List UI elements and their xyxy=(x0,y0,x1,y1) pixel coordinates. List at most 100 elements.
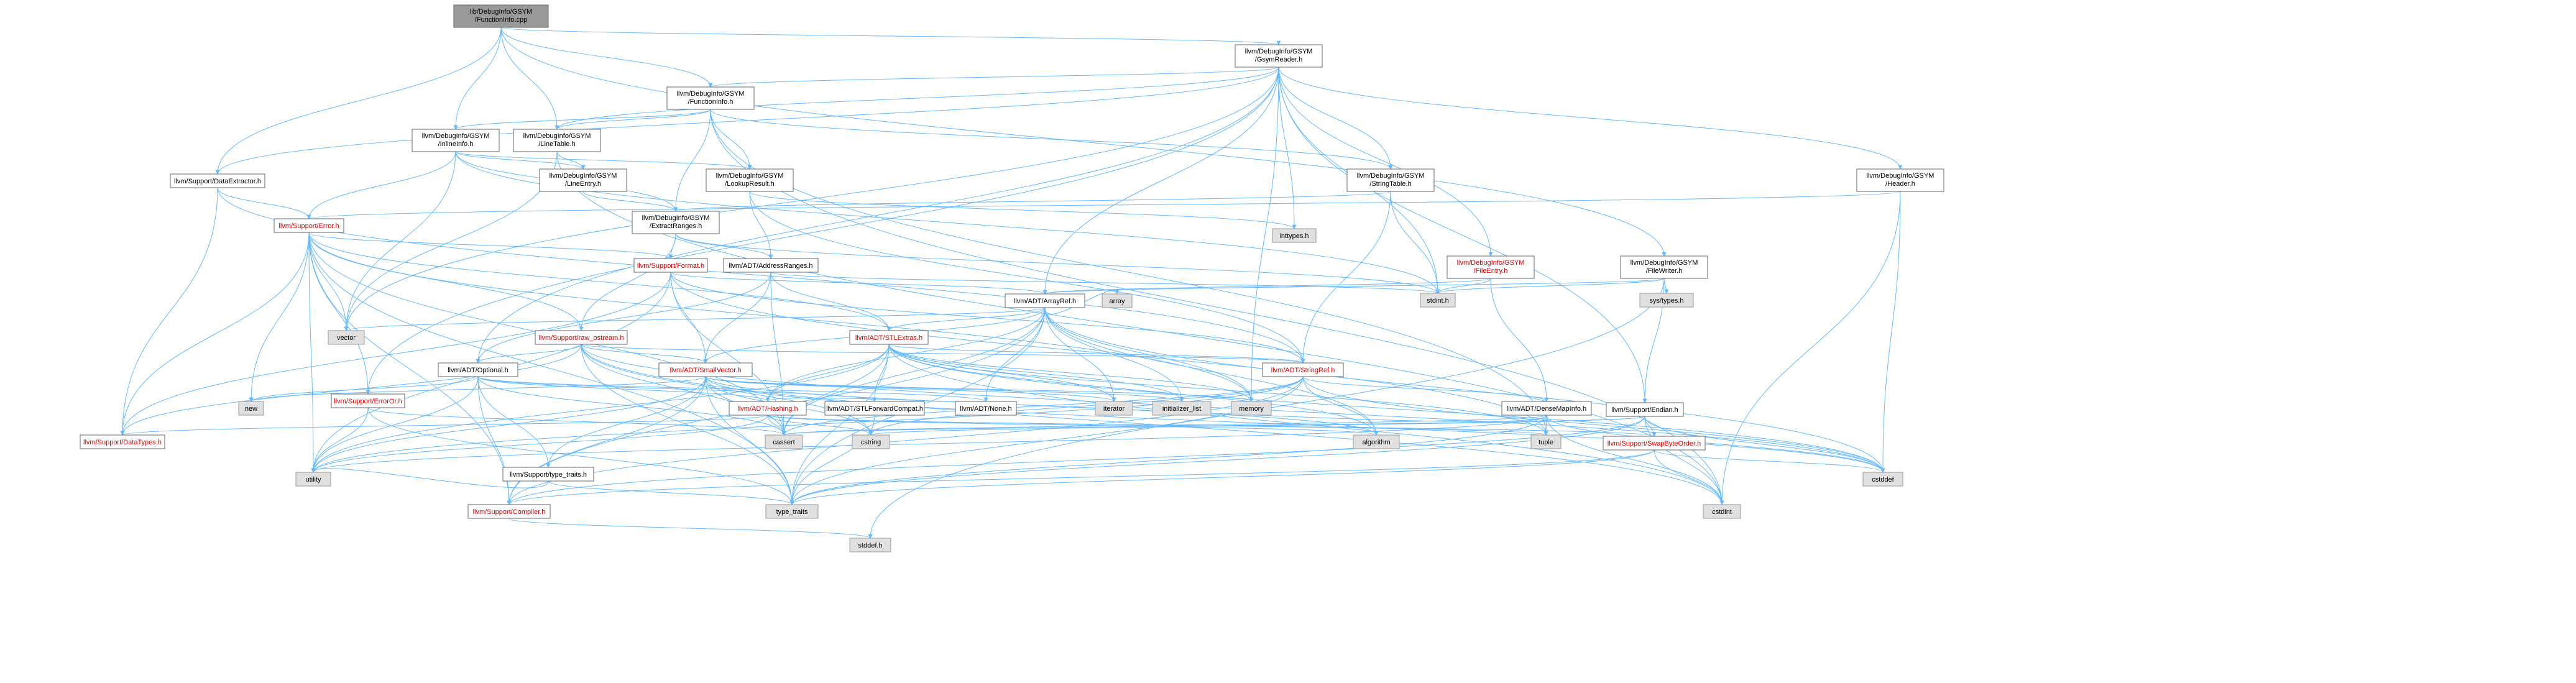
include-edge xyxy=(311,415,1547,473)
include-edge xyxy=(781,307,1046,436)
svg-text:memory: memory xyxy=(1239,405,1264,413)
node-raw-ostream-h[interactable]: llvm/Support/raw_ostream.h xyxy=(535,330,628,345)
include-edge xyxy=(556,151,586,170)
svg-text:/StringTable.h: /StringTable.h xyxy=(1369,180,1411,188)
include-edge xyxy=(217,187,311,219)
svg-text:cstddef: cstddef xyxy=(1872,476,1894,484)
include-edge xyxy=(311,468,549,488)
node-compiler-h[interactable]: llvm/Support/Compiler.h xyxy=(467,504,551,519)
svg-text:llvm/Support/DataTypes.h: llvm/Support/DataTypes.h xyxy=(83,439,162,446)
node-lineentry-h[interactable]: llvm/DebugInfo/GSYM/LineEntry.h xyxy=(539,168,627,192)
node-cstring[interactable]: cstring xyxy=(852,434,890,449)
node-iterator[interactable]: iterator xyxy=(1095,401,1133,416)
include-edge xyxy=(770,272,891,331)
svg-text:/FunctionInfo.cpp: /FunctionInfo.cpp xyxy=(475,16,527,24)
node-sys-types-h[interactable]: sys/types.h xyxy=(1639,293,1694,308)
include-edge xyxy=(500,27,559,130)
include-edge xyxy=(311,415,768,473)
node-none-h[interactable]: llvm/ADT/None.h xyxy=(955,401,1017,416)
include-edge xyxy=(673,191,1391,212)
node-addressranges-h[interactable]: llvm/ADT/AddressRanges.h xyxy=(723,258,819,273)
svg-text:inttypes.h: inttypes.h xyxy=(1279,232,1309,240)
node-extractranges-h[interactable]: llvm/DebugInfo/GSYM/ExtractRanges.h xyxy=(632,211,720,234)
node-datatypes-h[interactable]: llvm/Support/DataTypes.h xyxy=(80,434,165,449)
node-arrayref-h[interactable]: llvm/ADT/ArrayRef.h xyxy=(1005,293,1085,308)
include-edge xyxy=(581,344,794,505)
include-edge xyxy=(500,27,1281,45)
node-stddef-h[interactable]: stddef.h xyxy=(849,538,891,552)
node-algorithm[interactable]: algorithm xyxy=(1353,434,1400,449)
svg-text:llvm/DebugInfo/GSYM: llvm/DebugInfo/GSYM xyxy=(677,90,745,98)
node-smallvector-h[interactable]: llvm/ADT/SmallVector.h xyxy=(658,362,753,377)
include-edge xyxy=(476,272,771,364)
svg-text:llvm/ADT/DenseMapInfo.h: llvm/ADT/DenseMapInfo.h xyxy=(1507,405,1586,413)
node-array[interactable]: array xyxy=(1102,293,1133,308)
node-erroror-h[interactable]: llvm/Support/ErrorOr.h xyxy=(331,393,405,408)
svg-text:llvm/DebugInfo/GSYM: llvm/DebugInfo/GSYM xyxy=(642,214,710,222)
svg-text:llvm/Support/DataExtractor.h: llvm/Support/DataExtractor.h xyxy=(174,178,261,185)
svg-text:vector: vector xyxy=(337,334,356,342)
node-tuple[interactable]: tuple xyxy=(1530,434,1562,449)
node-stlextras-h[interactable]: llvm/ADT/STLExtras.h xyxy=(849,330,929,345)
node-linetable-h[interactable]: llvm/DebugInfo/GSYM/LineTable.h xyxy=(513,129,601,152)
node-error-h[interactable]: llvm/Support/Error.h xyxy=(274,218,344,233)
include-edge xyxy=(888,344,1548,436)
node-gsymreader-h[interactable]: llvm/DebugInfo/GSYM/GsymReader.h xyxy=(1235,44,1323,68)
node-filewriter-h[interactable]: llvm/DebugInfo/GSYM/FileWriter.h xyxy=(1620,255,1708,279)
node-lookupresult-h[interactable]: llvm/DebugInfo/GSYM/LookupResult.h xyxy=(706,168,794,192)
node-stdint-h[interactable]: stdint.h xyxy=(1420,293,1456,308)
node-functioninfo-h[interactable]: llvm/DebugInfo/GSYM/FunctionInfo.h xyxy=(666,86,755,110)
node-support-type-traits-h[interactable]: llvm/Support/type_traits.h xyxy=(502,467,594,482)
include-edge xyxy=(455,151,586,170)
node-swapbyteorder-h[interactable]: llvm/Support/SwapByteOrder.h xyxy=(1603,436,1706,451)
node-cassert[interactable]: cassert xyxy=(765,434,803,449)
node-format-h[interactable]: llvm/Support/Format.h xyxy=(633,258,708,273)
node-inlineinfo-h[interactable]: llvm/DebugInfo/GSYM/InlineInfo.h xyxy=(412,129,500,152)
node-initializer-list[interactable]: initializer_list xyxy=(1152,401,1212,416)
svg-text:initializer_list: initializer_list xyxy=(1162,405,1201,413)
include-edge xyxy=(1546,415,1885,473)
include-edge xyxy=(705,376,794,505)
node-dataextractor-h[interactable]: llvm/Support/DataExtractor.h xyxy=(170,173,265,188)
node-type-traits[interactable]: type_traits xyxy=(765,504,819,519)
node-hashing-h[interactable]: llvm/ADT/Hashing.h xyxy=(729,401,807,416)
svg-text:llvm/ADT/Optional.h: llvm/ADT/Optional.h xyxy=(448,367,508,374)
svg-text:cassert: cassert xyxy=(773,439,794,446)
node-functioninfo-cpp[interactable]: lib/DebugInfo/GSYM/FunctionInfo.cpp xyxy=(453,4,549,28)
node-stringtable-h[interactable]: llvm/DebugInfo/GSYM/StringTable.h xyxy=(1346,168,1435,192)
node-stringref-h[interactable]: llvm/ADT/StringRef.h xyxy=(1262,362,1344,377)
svg-text:/LineTable.h: /LineTable.h xyxy=(538,140,575,148)
include-edge xyxy=(789,344,890,505)
include-edge xyxy=(673,109,711,212)
include-edge xyxy=(1543,415,1548,436)
node-optional-h[interactable]: llvm/ADT/Optional.h xyxy=(438,362,518,377)
svg-text:/Header.h: /Header.h xyxy=(1885,180,1915,188)
node-utility[interactable]: utility xyxy=(295,472,331,487)
node-stlforwardcompat-h[interactable]: llvm/ADT/STLForwardCompat.h xyxy=(824,401,925,416)
svg-text:llvm/Support/raw_ostream.h: llvm/Support/raw_ostream.h xyxy=(539,334,624,342)
include-edge xyxy=(1435,278,1665,294)
include-edge xyxy=(705,376,1254,402)
node-new[interactable]: new xyxy=(238,401,264,416)
node-header-h[interactable]: llvm/DebugInfo/GSYM/Header.h xyxy=(1856,168,1944,192)
node-cstddef[interactable]: cstddef xyxy=(1862,472,1903,487)
include-edge xyxy=(311,376,706,473)
include-edge xyxy=(1302,376,1885,473)
node-fileentry-h[interactable]: llvm/DebugInfo/GSYM/FileEntry.h xyxy=(1447,255,1535,279)
node-vector[interactable]: vector xyxy=(328,330,365,345)
svg-text:llvm/ADT/STLExtras.h: llvm/ADT/STLExtras.h xyxy=(855,334,922,342)
include-edge xyxy=(308,232,891,331)
include-edge xyxy=(556,151,1724,505)
include-edge xyxy=(781,344,890,436)
node-inttypes-h[interactable]: inttypes.h xyxy=(1272,228,1317,243)
include-edge xyxy=(249,232,310,402)
svg-text:llvm/ADT/StringRef.h: llvm/ADT/StringRef.h xyxy=(1271,367,1335,374)
node-cstdint[interactable]: cstdint xyxy=(1703,504,1741,519)
node-memory[interactable]: memory xyxy=(1231,401,1272,416)
node-endian-h[interactable]: llvm/Support/Endian.h xyxy=(1606,402,1684,417)
include-edge xyxy=(1044,307,1184,402)
include-edge xyxy=(311,376,479,473)
include-edge xyxy=(367,407,786,436)
node-densemapinfo-h[interactable]: llvm/ADT/DenseMapInfo.h xyxy=(1501,401,1592,416)
svg-text:llvm/ADT/AddressRanges.h: llvm/ADT/AddressRanges.h xyxy=(729,262,812,270)
